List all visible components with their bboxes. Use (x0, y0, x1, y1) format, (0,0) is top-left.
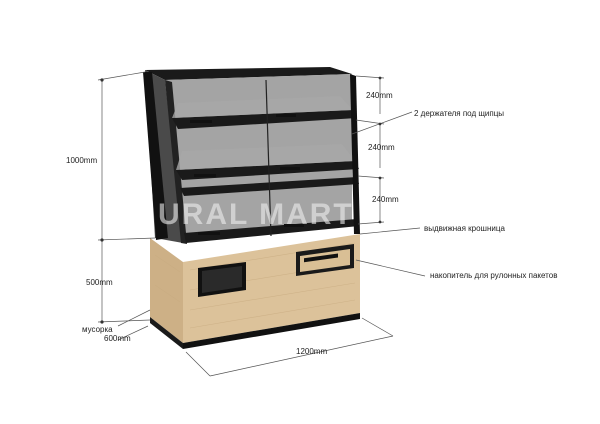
callout-trash: мусорка (82, 325, 113, 334)
callout-drawer-shelf: выдвижная крошница (424, 224, 505, 233)
shelf-bottom (184, 219, 359, 243)
watermark-text: URAL MART (158, 198, 354, 231)
dim-shelf-3: 240mm (372, 195, 399, 204)
dim-depth: 600mm (104, 334, 131, 343)
base-cabinet (150, 234, 360, 349)
cabinet-front (150, 238, 183, 343)
plinth (150, 317, 183, 349)
dim-height-lower: 500mm (86, 278, 113, 287)
shelves (172, 96, 359, 243)
dimension-ticks (100, 76, 382, 324)
left-frame-post (143, 72, 168, 240)
display-case (143, 67, 360, 244)
plinth-front (183, 313, 360, 349)
top-frame (145, 67, 352, 80)
door-handles (190, 114, 304, 235)
shelf-2 (176, 161, 359, 180)
callout-tong-holders: 2 держателя под щипцы (414, 109, 505, 118)
dim-height-upper: 1000mm (66, 156, 98, 165)
callout-bag-holder: накопитель для рулонных пакетов (430, 271, 558, 280)
dimension-lines (97, 71, 426, 377)
dim-shelf-2: 240mm (368, 143, 395, 152)
shelf-1 (172, 110, 357, 129)
dim-width: 1200mm (296, 347, 328, 356)
dim-shelf-1: 240mm (366, 91, 393, 100)
